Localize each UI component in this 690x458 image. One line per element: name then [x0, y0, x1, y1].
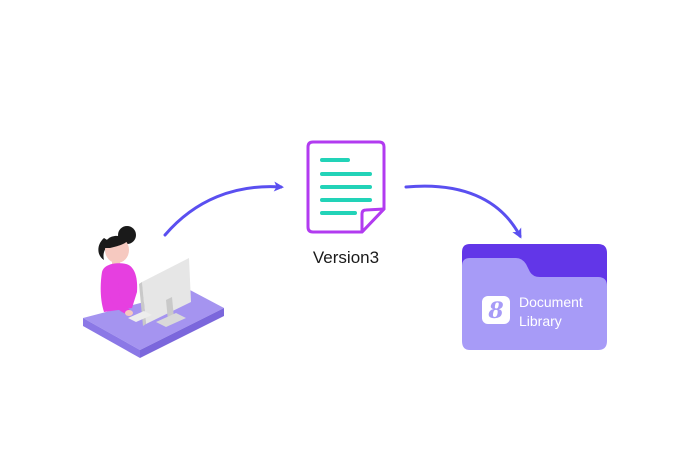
document-text-lines — [320, 158, 372, 215]
folder-front — [462, 258, 607, 350]
folder-icon: 8 Document Library — [462, 244, 607, 350]
library-label-line1: Document — [519, 294, 583, 310]
arm — [108, 280, 130, 314]
shirt — [100, 263, 138, 312]
arrow-user-to-document — [163, 181, 284, 237]
desk-side — [140, 308, 224, 358]
document-label: Version3 — [313, 248, 379, 267]
document-icon — [306, 140, 386, 234]
keyboard — [128, 311, 152, 322]
arrow-document-to-library — [404, 184, 522, 239]
monitor-base — [156, 313, 186, 327]
hair-top — [104, 235, 128, 248]
hand — [125, 310, 133, 316]
library-badge — [482, 296, 510, 324]
library-label-line2: Library — [519, 313, 562, 329]
monitor-back — [142, 258, 191, 324]
library-badge-number: 8 — [487, 298, 503, 324]
document-page-fold — [360, 207, 386, 234]
desk-front — [83, 318, 140, 358]
person-at-computer-icon — [83, 226, 224, 358]
